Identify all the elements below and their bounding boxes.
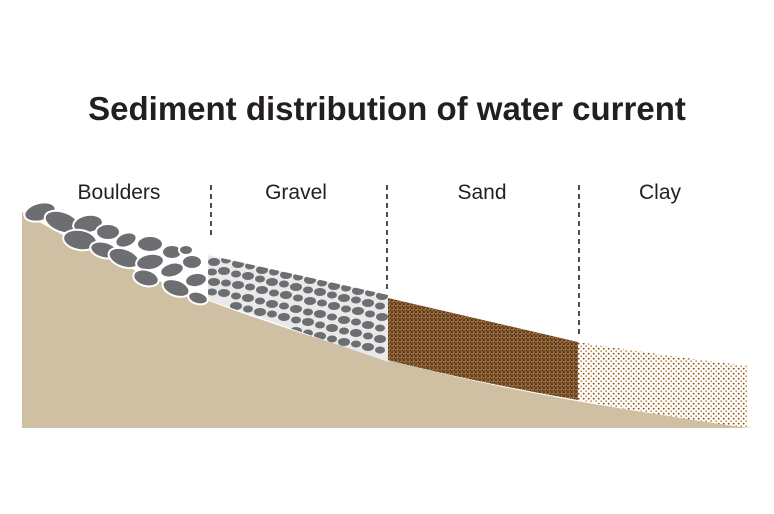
boulders-layer xyxy=(23,201,209,306)
diagram-title: Sediment distribution of water current xyxy=(88,90,686,127)
gravel-layer xyxy=(208,255,388,362)
zone-label-boulders: Boulders xyxy=(77,181,161,204)
slope-ground xyxy=(22,212,752,428)
sand-layer xyxy=(388,298,578,400)
zone-label-gravel: Gravel xyxy=(265,181,327,204)
zone-label-sand: Sand xyxy=(457,181,507,204)
clay-layer xyxy=(578,342,748,428)
zone-label-clay: Clay xyxy=(638,181,681,204)
